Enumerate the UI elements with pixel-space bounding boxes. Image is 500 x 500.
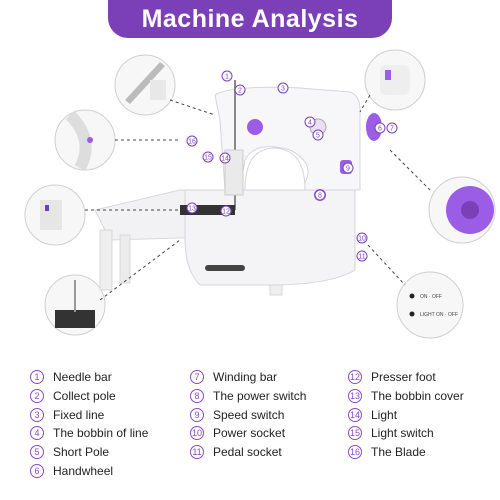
detail-circle-left-3 (44, 274, 106, 336)
svg-text:5: 5 (316, 133, 320, 140)
detail-circle-right-bottom: ON · OFF LIGHT ON · OFF (396, 271, 464, 339)
leader-lines (85, 94, 431, 301)
detail-circle-right-middle (428, 176, 496, 244)
svg-text:7: 7 (390, 126, 394, 133)
callout-14: 14 (219, 152, 231, 164)
callout-15: 15 (202, 151, 214, 163)
callout-9: 9 (342, 162, 354, 174)
svg-text:10: 10 (358, 236, 366, 243)
callout-1: 1 (221, 70, 233, 82)
title-banner: Machine Analysis (108, 0, 392, 38)
panel-text-1: ON · OFF (420, 294, 442, 300)
svg-text:13: 13 (188, 206, 196, 213)
callout-16: 16 (186, 135, 198, 147)
callout-6: 6 (374, 122, 386, 134)
callout-7: 7 (386, 122, 398, 134)
callout-13: 13 (186, 202, 198, 214)
machine-diagram: ON · OFF LIGHT ON · OFF (24, 49, 496, 339)
callout-8: 8 (314, 189, 326, 201)
callout-10: 10 (356, 232, 368, 244)
callout-12: 12 (220, 205, 232, 217)
callout-3: 3 (277, 82, 289, 94)
svg-text:4: 4 (308, 120, 312, 127)
svg-text:12: 12 (222, 209, 230, 216)
svg-text:14: 14 (221, 156, 229, 163)
svg-text:11: 11 (358, 254, 365, 261)
detail-circle-top-left (114, 54, 176, 116)
callout-5: 5 (312, 129, 324, 141)
svg-text:2: 2 (238, 88, 242, 95)
svg-text:9: 9 (346, 166, 350, 173)
detail-circle-left-1 (54, 109, 116, 171)
callout-markers: 1 2 3 4 5 6 7 8 9 10 11 12 13 14 15 16 (186, 70, 398, 262)
svg-text:8: 8 (318, 193, 322, 200)
panel-text-2: LIGHT ON · OFF (420, 312, 458, 318)
detail-circle-top-right (364, 49, 426, 111)
svg-text:1: 1 (225, 74, 229, 81)
callout-2: 2 (234, 84, 246, 96)
callout-4: 4 (304, 116, 316, 128)
detail-circle-left-2 (24, 184, 86, 246)
svg-text:15: 15 (204, 155, 212, 162)
svg-text:16: 16 (188, 139, 196, 146)
svg-text:6: 6 (378, 126, 382, 133)
page-title: Machine Analysis (141, 4, 359, 33)
sewing-machine (94, 80, 382, 296)
callout-11: 11 (356, 250, 368, 262)
svg-text:3: 3 (281, 86, 285, 93)
